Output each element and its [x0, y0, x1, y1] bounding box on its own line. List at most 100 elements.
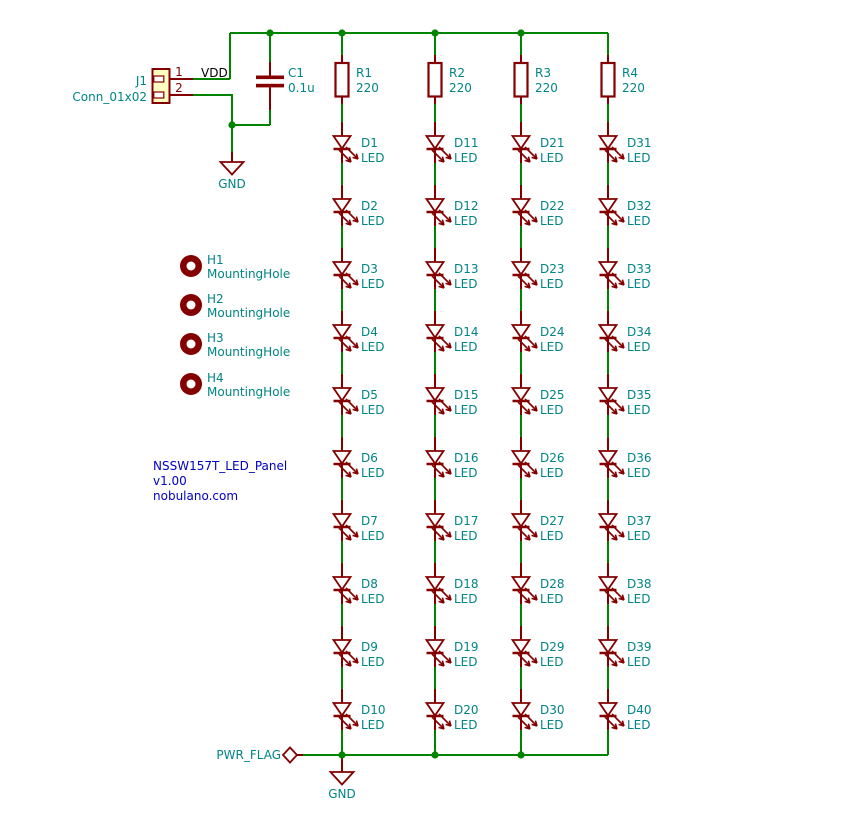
led-D4-triangle[interactable] — [331, 324, 353, 340]
led-D8-triangle[interactable] — [331, 576, 353, 592]
led-D29-triangle[interactable] — [510, 639, 532, 655]
resistor-R1-body[interactable] — [334, 61, 350, 98]
led-D30-triangle[interactable] — [510, 702, 532, 718]
led-D5-triangle[interactable] — [331, 387, 353, 403]
led-D25-triangle[interactable] — [510, 387, 532, 403]
led-D24-triangle[interactable] — [510, 324, 532, 340]
led-D3-triangle[interactable] — [331, 261, 353, 277]
led-D11-triangle[interactable] — [424, 135, 446, 151]
resistor-R3-body[interactable] — [513, 61, 529, 98]
led-D10-triangle[interactable] — [331, 702, 353, 718]
capacitor-c1-plate-bottom[interactable] — [256, 83, 284, 88]
led-D31-triangle[interactable] — [597, 135, 619, 151]
resistor-R2-body[interactable] — [427, 61, 443, 98]
led-D26-triangle[interactable] — [510, 450, 532, 466]
led-D10-value-label: LED — [361, 718, 385, 732]
led-D6-triangle[interactable] — [331, 450, 353, 466]
led-D23-value-label: LED — [540, 277, 564, 291]
led-D21-triangle[interactable] — [510, 135, 532, 151]
led-D13-triangle[interactable] — [424, 261, 446, 277]
led-D39-triangle[interactable] — [597, 639, 619, 655]
capacitor-c1-plate-top[interactable] — [256, 75, 284, 80]
led-D1-triangle[interactable] — [331, 135, 353, 151]
led-D38-triangle[interactable] — [597, 576, 619, 592]
pwr-flag-symbol[interactable] — [281, 746, 299, 764]
led-D35-triangle[interactable] — [597, 387, 619, 403]
led-D7-triangle[interactable] — [331, 513, 353, 529]
led-D37-triangle[interactable] — [597, 513, 619, 529]
led-D28-triangle[interactable] — [510, 576, 532, 592]
gnd-bottom-symbol[interactable] — [328, 771, 356, 786]
led-D19-triangle[interactable] — [424, 639, 446, 655]
led-D15-triangle[interactable] — [424, 387, 446, 403]
led-D36-triangle[interactable] — [597, 450, 619, 466]
led-D16-ref-label: D16 — [454, 451, 479, 465]
led-D22-triangle[interactable] — [510, 198, 532, 214]
led-D2-triangle[interactable] — [331, 198, 353, 214]
led-D33-triangle[interactable] — [597, 261, 619, 277]
connector-pin1-notch[interactable] — [153, 75, 165, 83]
mounting-hole-H2-value-label: MountingHole — [207, 306, 290, 320]
led-D23-triangle[interactable] — [510, 261, 532, 277]
resistor-R4-body[interactable] — [600, 61, 616, 98]
led-D16-triangle[interactable] — [424, 450, 446, 466]
led-D20-triangle[interactable] — [424, 702, 446, 718]
led-D32-triangle[interactable] — [597, 198, 619, 214]
led-D27-triangle[interactable] — [510, 513, 532, 529]
led-D18-triangle[interactable] — [424, 576, 446, 592]
gnd-top-symbol[interactable] — [218, 161, 246, 176]
led-D40-triangle[interactable] — [597, 702, 619, 718]
led-column-R2: R2220D11LEDD12LEDD13LEDD14LEDD15LEDD16LE… — [424, 29, 479, 759]
connector-pin2-notch[interactable] — [153, 91, 165, 99]
led-D17-triangle[interactable] — [424, 513, 446, 529]
led-D14-triangle[interactable] — [424, 324, 446, 340]
led-D9-triangle[interactable] — [331, 639, 353, 655]
led-D34-triangle[interactable] — [597, 324, 619, 340]
led-D12-triangle[interactable] — [424, 198, 446, 214]
